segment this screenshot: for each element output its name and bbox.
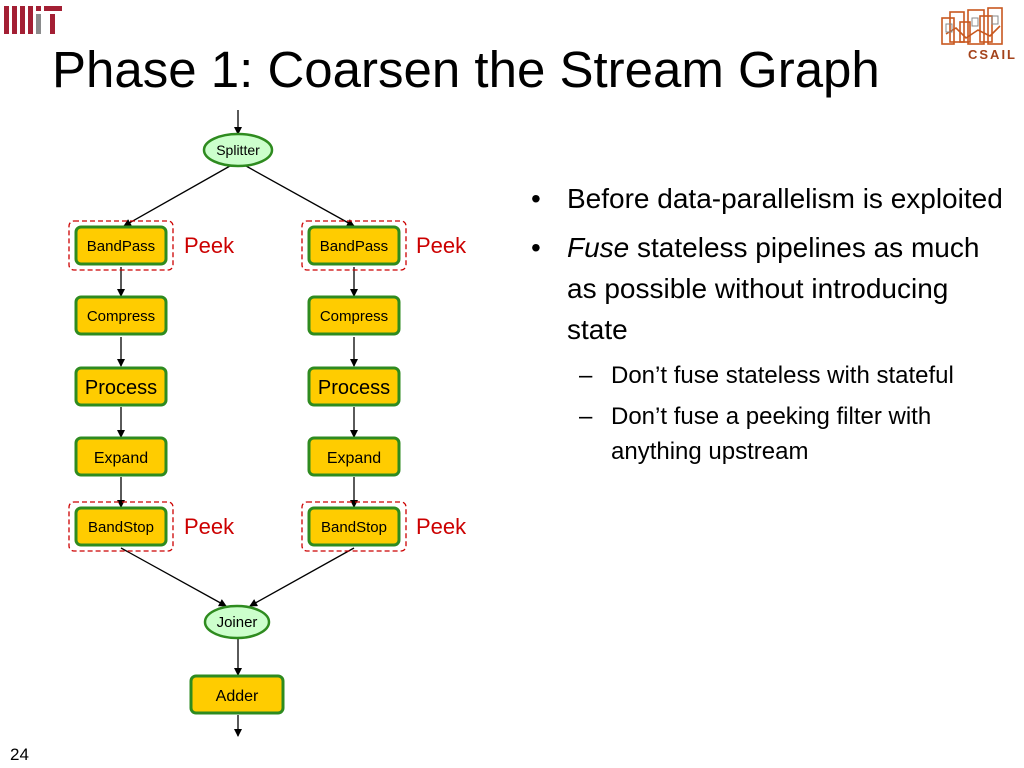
stream-graph-diagram: Splitter BandPass Compress Process Expan…: [68, 110, 467, 737]
bullet-dot-icon: •: [531, 183, 541, 214]
splitter-node: [202, 132, 274, 168]
csail-wordmark: CSAIL: [968, 47, 1017, 62]
filter-node: [74, 436, 168, 477]
filter-node: [74, 295, 168, 336]
bullet-dot-icon: •: [531, 232, 541, 263]
filter-label-bandpass: BandPass: [87, 238, 155, 255]
mit-logo: [4, 6, 62, 34]
peek-boundary-right-bandpass: [301, 220, 407, 271]
filter-label-process: Process: [318, 377, 390, 399]
filter-label-process: Process: [85, 377, 157, 399]
peek-label-left-bandstop: Peek: [184, 514, 235, 539]
filter-node: [74, 506, 168, 547]
joiner-node: [203, 604, 271, 640]
filter-node: [307, 436, 401, 477]
filter-node: [74, 225, 168, 266]
filter-node: [307, 506, 401, 547]
bullet-text: Before data-parallelism is exploited: [567, 183, 1003, 214]
csail-logo: [941, 7, 1003, 45]
join-edge-left: [120, 547, 227, 607]
bullet-list: • Before data-parallelism is exploited •…: [525, 178, 1005, 475]
peek-boundary-left-bandpass: [68, 220, 174, 271]
filter-label-compress: Compress: [320, 308, 388, 325]
peek-boundary-right-bandstop: [301, 501, 407, 552]
left-branch: BandPass Compress Process Expand BandSto…: [74, 225, 168, 547]
filter-node: [74, 366, 168, 407]
dash-icon: –: [579, 362, 593, 389]
peek-label-right-bandpass: Peek: [416, 233, 467, 258]
bullet-item: • Fuse stateless pipelines as much as po…: [525, 227, 1005, 350]
filter-label-bandstop: BandStop: [88, 519, 154, 536]
sub-bullet-text: Don’t fuse stateless with stateful: [611, 362, 954, 389]
sub-bullet-item: – Don’t fuse a peeking filter with anyth…: [525, 399, 1005, 469]
filter-node: [307, 225, 401, 266]
split-edge-right: [245, 165, 355, 227]
adder-label: Adder: [216, 688, 259, 705]
adder-node: [189, 674, 285, 715]
sub-bullet-text: Don’t fuse a peeking filter with anythin…: [611, 403, 932, 465]
peek-boundary-left-bandstop: [68, 501, 174, 552]
filter-label-bandpass: BandPass: [320, 238, 388, 255]
split-edge-left: [123, 165, 231, 227]
filter-label-expand: Expand: [94, 450, 148, 467]
filter-label-bandstop: BandStop: [321, 519, 387, 536]
dash-icon: –: [579, 403, 593, 430]
filter-node: [307, 295, 401, 336]
filter-node: [307, 366, 401, 407]
filter-label-expand: Expand: [327, 450, 381, 467]
bullet-item: • Before data-parallelism is exploited: [525, 178, 1005, 219]
splitter-label: Splitter: [216, 142, 260, 158]
sub-bullet-item: – Don’t fuse stateless with stateful: [525, 358, 1005, 393]
filter-label-compress: Compress: [87, 308, 155, 325]
slide-title: Phase 1: Coarsen the Stream Graph: [52, 41, 880, 98]
right-branch: BandPass Compress Process Expand BandSto…: [307, 225, 401, 547]
joiner-label: Joiner: [217, 614, 258, 631]
join-edge-right: [249, 547, 355, 607]
slide-number: 24: [10, 745, 29, 764]
peek-label-right-bandstop: Peek: [416, 514, 467, 539]
bullet-emphasis: Fuse: [567, 232, 630, 263]
peek-label-left-bandpass: Peek: [184, 233, 235, 258]
bullet-text: stateless pipelines as much as possible …: [567, 232, 980, 345]
